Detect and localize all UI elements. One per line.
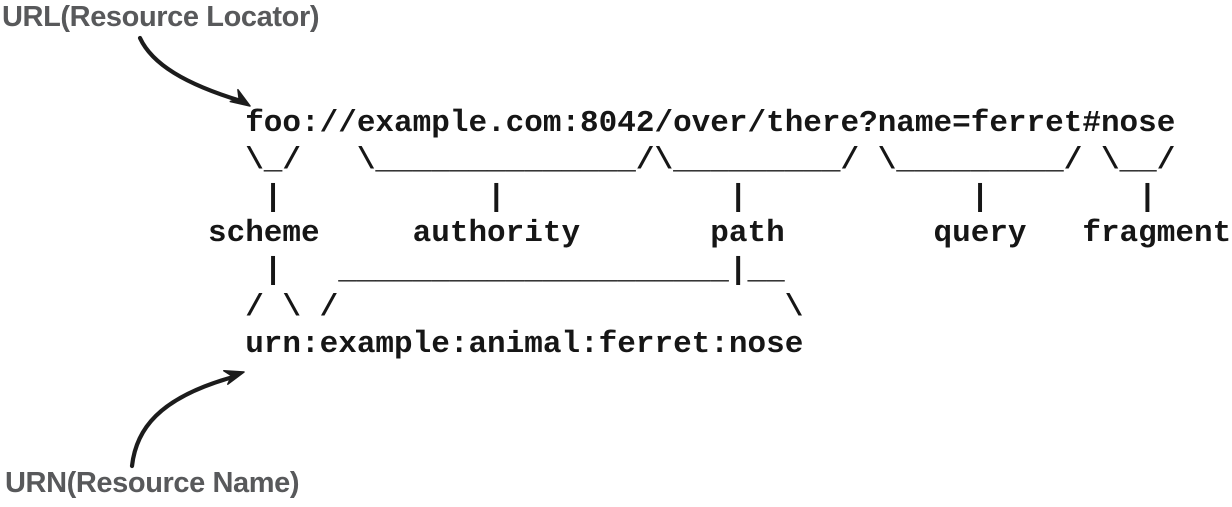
uri-ascii-art: foo://example.com:8042/over/there?name=f… (208, 106, 1232, 362)
url-annotation-label: URL(Resource Locator) (2, 1, 320, 33)
urn-arrow (129, 370, 245, 469)
url-arrowhead-icon (229, 88, 251, 107)
urn-arrowhead-icon (223, 370, 245, 385)
urn-annotation-label: URN(Resource Name) (5, 467, 300, 499)
url-arrow-curve (137, 35, 244, 104)
urn-arrow-curve (129, 374, 236, 469)
url-arrow (137, 35, 251, 107)
